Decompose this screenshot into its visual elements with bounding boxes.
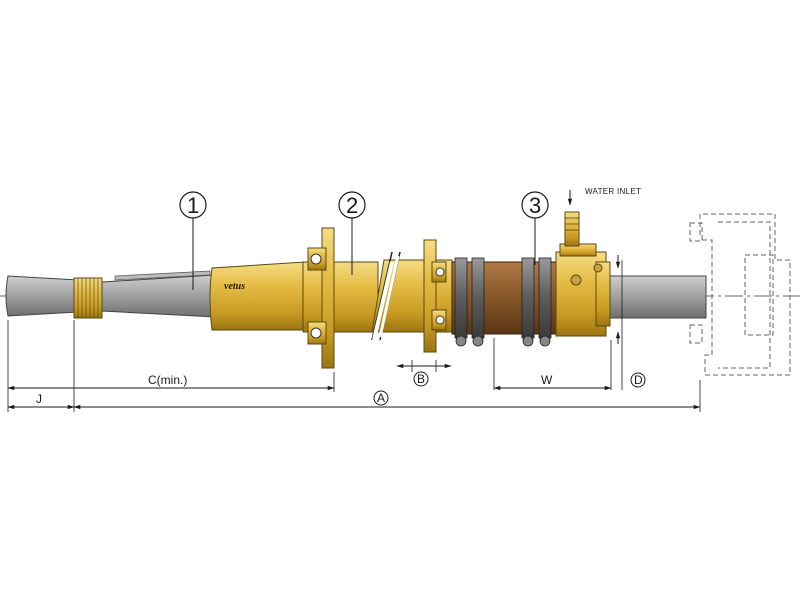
dim-d-label: D: [634, 373, 643, 387]
tapered-shaft: [101, 270, 216, 318]
callout-2: 2: [338, 191, 366, 275]
dim-w-label: W: [541, 373, 553, 387]
engine-outline: [689, 213, 791, 376]
dim-d-circle: [630, 372, 646, 388]
dim-a-label: A: [377, 391, 385, 405]
callout-1: 1: [179, 191, 207, 290]
callout-3: 3: [521, 191, 549, 265]
shaft-nut: [73, 277, 103, 319]
dim-j-label: J: [36, 392, 42, 406]
propeller-shaft-end: [5, 275, 79, 317]
dim-b-label: B: [417, 372, 425, 386]
dim-a-circle: [373, 390, 389, 406]
callout-2-number: 2: [346, 193, 358, 218]
mounting-flange-left: [307, 227, 335, 369]
water-inlet-nipple: [564, 211, 580, 247]
water-inlet-label: WATER INLET: [585, 187, 641, 196]
dim-c-label: C(min.): [148, 373, 187, 387]
brand-logo: vetus: [224, 281, 245, 292]
mounting-flange-right: [423, 239, 447, 353]
hose-clamps: [454, 257, 552, 347]
drive-shaft: [609, 275, 707, 319]
callout-3-number: 3: [529, 193, 541, 218]
seal-housing: [555, 243, 611, 337]
dim-b-circle: [413, 371, 429, 387]
callout-1-number: 1: [187, 193, 199, 218]
extension-lines: [7, 260, 701, 412]
